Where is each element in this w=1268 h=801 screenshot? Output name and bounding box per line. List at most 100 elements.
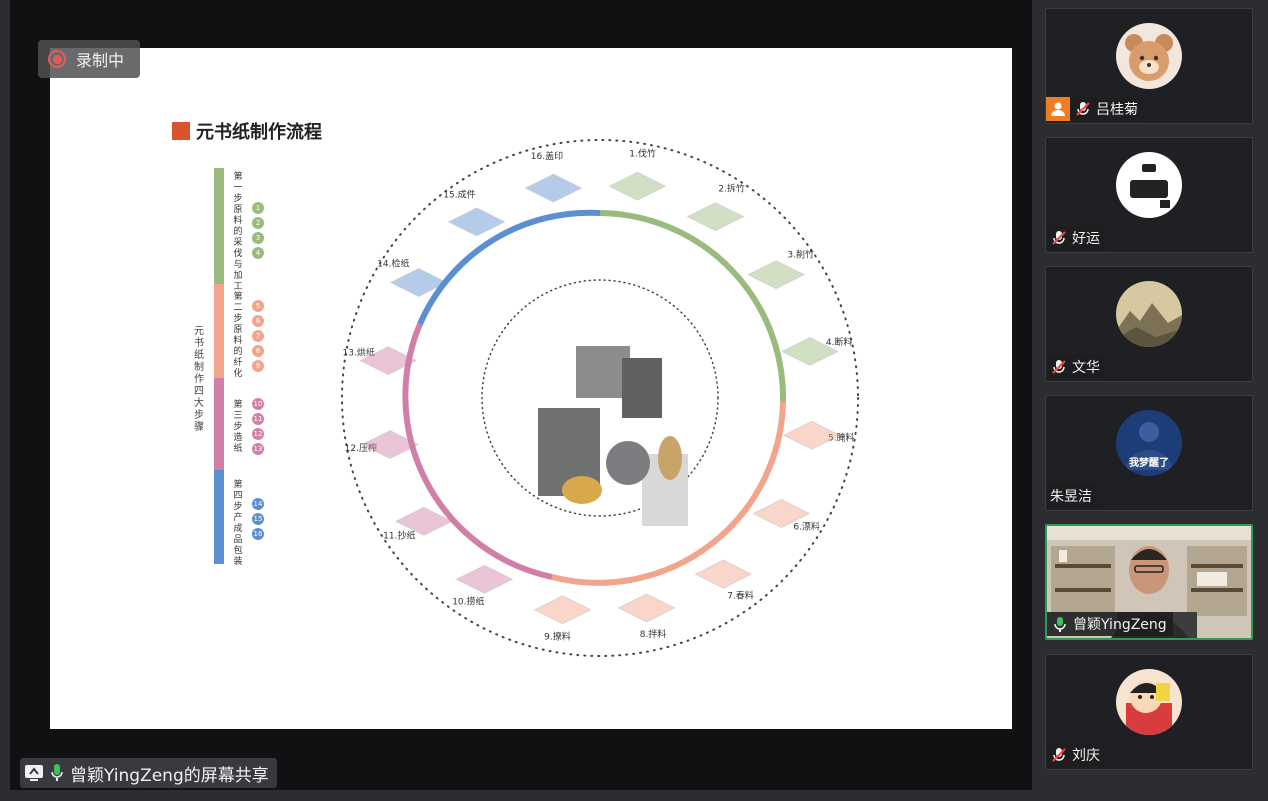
ring-arc-salmon <box>551 401 786 586</box>
participant-name-tag: 文华 <box>1046 355 1106 379</box>
process-illustrations <box>359 171 841 625</box>
participant-name: 吕桂菊 <box>1096 102 1138 118</box>
participant-name-tag: 好运 <box>1046 226 1106 250</box>
step-number: 10 <box>252 398 264 410</box>
step-numbers-4: 14 15 16 <box>252 498 264 540</box>
outer-dotted-ring <box>341 139 859 657</box>
ring-step-label: 16.盖印 <box>531 150 563 162</box>
recording-label: 录制中 <box>76 51 125 70</box>
ring-arc-green <box>599 210 787 403</box>
step-illustration <box>752 499 810 528</box>
screen-share-owner: 曾颖YingZeng的屏幕共享 <box>70 765 269 786</box>
participant-name: 好运 <box>1072 231 1100 247</box>
step-number: 14 <box>252 498 264 510</box>
center-photo-worker <box>622 358 662 418</box>
participant-name-tag: 曾颖YingZeng <box>1047 612 1173 636</box>
step-illustration <box>783 420 841 450</box>
landscape-avatar <box>1116 281 1182 347</box>
bear-avatar <box>1116 23 1182 89</box>
step-numbers-2: 5 6 7 8 9 <box>252 300 264 372</box>
mic-active-icon <box>1054 617 1066 632</box>
ring-arc-blue <box>417 209 601 326</box>
step-label-3: 第三步 造纸 <box>233 400 243 454</box>
step-number: 16 <box>252 528 264 540</box>
inner-dotted-ring <box>481 279 719 517</box>
participant-tile[interactable]: 好运 <box>1045 137 1253 253</box>
step-illustration <box>608 171 667 201</box>
step-numbers-3: 10 11 12 13 <box>252 398 264 455</box>
user-icon <box>1046 97 1070 121</box>
step-illustration <box>747 260 805 290</box>
participant-panel: 吕桂菊 好运 <box>1033 0 1268 801</box>
step-number: 2 <box>252 217 264 229</box>
slide-title-block: 元书纸制作流程 <box>172 118 322 144</box>
ring-step-label: 8.拌料 <box>640 628 667 640</box>
step-number: 7 <box>252 330 264 342</box>
ring-step-label: 2.拆竹 <box>718 182 745 194</box>
participant-name: 刘庆 <box>1072 748 1100 764</box>
ring-step-label: 1.伐竹 <box>629 148 656 160</box>
ring-step-label: 11.抄纸 <box>383 530 415 542</box>
ring-step-label: 4.断料 <box>826 336 853 348</box>
mic-muted-icon <box>1052 231 1066 245</box>
process-diagram: 1.伐竹2.拆竹3.削竹4.断料5.腌料6.漂料7.春料8.拌料9.撩料10.捞… <box>341 139 859 657</box>
mic-muted-icon <box>1076 102 1090 116</box>
ring-step-label: 10.捞纸 <box>452 596 484 608</box>
cartoon-avatar <box>1116 669 1182 735</box>
center-photo-workers <box>576 346 630 398</box>
step-illustration <box>617 593 676 623</box>
participant-tile[interactable]: 文华 <box>1045 266 1253 382</box>
center-photo-person <box>606 441 650 485</box>
step-label-1: 第一步 原料的采伐与加工 <box>233 172 243 292</box>
step-number: 13 <box>252 443 264 455</box>
center-photo-screen <box>658 436 682 480</box>
step-number: 15 <box>252 513 264 525</box>
participant-tile-active-speaker[interactable]: 曾颖YingZeng <box>1045 524 1253 640</box>
participant-tile[interactable]: 吕桂菊 <box>1045 8 1253 124</box>
participant-name: 朱昱洁 <box>1050 489 1092 505</box>
step-label-2: 第二步 原料的纤化 <box>233 292 243 379</box>
record-icon <box>48 50 66 68</box>
step-illustration <box>389 268 448 297</box>
participant-name: 文华 <box>1072 360 1100 376</box>
screen-share-area: 元书纸制作流程 元书纸制作四大步骤 第一步 原料的采伐与加工 1 2 3 4 第… <box>10 0 1032 790</box>
haoyun-avatar <box>1116 152 1182 218</box>
ring-step-label: 9.撩料 <box>544 630 571 642</box>
participant-name-tag: 吕桂菊 <box>1046 97 1144 121</box>
ring-step-label: 6.漂料 <box>793 521 820 533</box>
screen-share-label: 曾颖YingZeng的屏幕共享 <box>20 758 277 788</box>
title-accent-square <box>172 122 190 140</box>
step-illustration <box>781 337 839 366</box>
step-illustration <box>533 595 592 625</box>
wodream-avatar: 我梦醒了 <box>1116 410 1182 476</box>
step-label-4: 第四步 产成品包装 <box>233 480 243 567</box>
step-bar-2 <box>214 284 224 378</box>
step-bar-3 <box>214 378 224 470</box>
step-illustration <box>361 430 419 459</box>
slide-title: 元书纸制作流程 <box>196 122 322 143</box>
step-illustration <box>686 202 745 232</box>
mic-muted-icon <box>1052 360 1066 374</box>
participant-tile[interactable]: 刘庆 <box>1045 654 1253 770</box>
step-illustration <box>448 207 506 237</box>
step-illustration <box>455 564 514 594</box>
step-number: 5 <box>252 300 264 312</box>
step-number: 4 <box>252 247 264 259</box>
avatar-caption: 我梦醒了 <box>1129 458 1169 469</box>
step-number: 9 <box>252 360 264 372</box>
step-number: 11 <box>252 413 264 425</box>
participant-name: 曾颖YingZeng <box>1073 617 1167 633</box>
step-illustration <box>395 506 453 536</box>
ring-step-label: 15.成件 <box>443 188 475 200</box>
step-bar-1 <box>214 168 224 284</box>
participant-name-tag: 刘庆 <box>1046 743 1106 767</box>
ring-step-label: 14.检纸 <box>377 257 409 269</box>
microphone-icon <box>51 764 63 781</box>
step-illustration <box>359 346 417 376</box>
participant-tile[interactable]: 我梦醒了 朱昱洁 <box>1045 395 1253 511</box>
ring-arc-pink <box>402 322 553 580</box>
step-number: 6 <box>252 315 264 327</box>
recording-badge[interactable]: 录制中 <box>38 40 140 78</box>
step-number: 3 <box>252 232 264 244</box>
